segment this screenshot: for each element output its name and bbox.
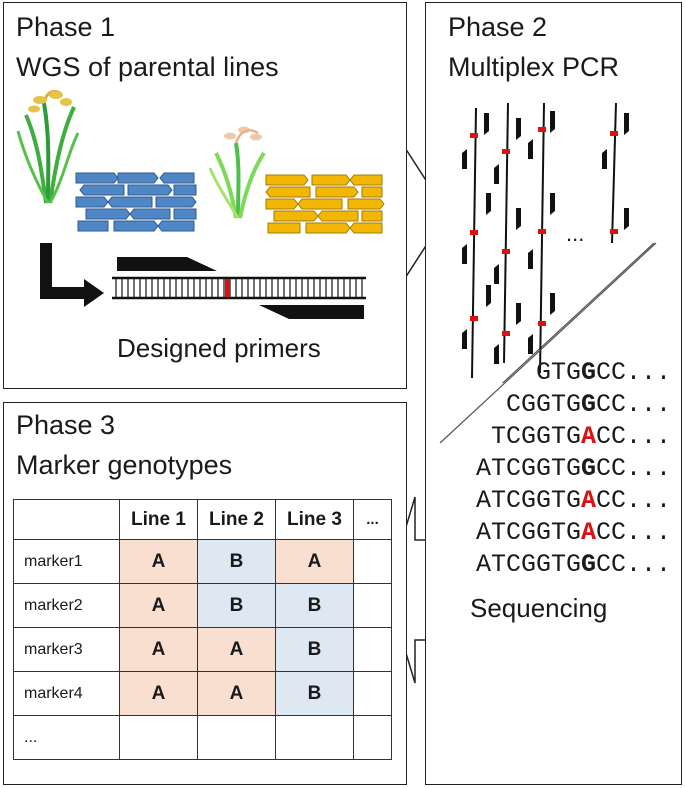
dna-template-icon bbox=[112, 276, 366, 300]
genotype-cell: B bbox=[275, 627, 354, 672]
genotype-cell: B bbox=[275, 671, 354, 716]
pcr-template-2 bbox=[494, 102, 521, 364]
read-line: ATCGGTGACC... bbox=[475, 518, 671, 547]
rice-plant-icon bbox=[208, 126, 266, 219]
header-cell: Line 1 bbox=[119, 499, 198, 540]
parent1-reads-icon bbox=[75, 172, 197, 232]
genotype-cell: A bbox=[119, 671, 198, 716]
marker-name: ... bbox=[13, 715, 120, 760]
genotype-cell: A bbox=[197, 671, 276, 716]
genotype-cell bbox=[119, 715, 198, 760]
genotype-cell: A bbox=[119, 539, 198, 584]
read-line: ATCGGTGGCC... bbox=[475, 454, 671, 483]
extra-line-cell bbox=[353, 627, 392, 672]
phase3-title: Phase 3 bbox=[16, 410, 116, 440]
phase2-subtitle: Multiplex PCR bbox=[448, 52, 620, 82]
header-cell: Line 2 bbox=[197, 499, 276, 540]
header-cell: ... bbox=[353, 499, 392, 540]
marker-name: marker2 bbox=[13, 583, 120, 628]
reference-allele: G bbox=[580, 454, 596, 483]
corner-arrow-icon bbox=[40, 243, 104, 307]
read-line: GTGGCC... bbox=[535, 358, 671, 387]
phase2-title: Phase 2 bbox=[448, 12, 548, 42]
phase1-title: Phase 1 bbox=[16, 12, 116, 42]
phase1-panel: Phase 1 WGS of parental lines bbox=[3, 2, 407, 389]
genotype-cell bbox=[275, 715, 354, 760]
genotype-cell: B bbox=[197, 539, 276, 584]
pcr-template-3 bbox=[528, 102, 555, 374]
parent2-reads-icon bbox=[265, 174, 385, 234]
variant-allele: A bbox=[580, 518, 596, 547]
phase1-illustration bbox=[16, 89, 385, 319]
extra-line-cell bbox=[353, 539, 392, 584]
extra-line-cell bbox=[353, 715, 392, 760]
variant-allele: A bbox=[580, 486, 596, 515]
read-line: ATCGGTGGCC... bbox=[475, 550, 671, 579]
pcr-template-4 bbox=[602, 102, 629, 244]
genotype-cell bbox=[197, 715, 276, 760]
variant-allele: A bbox=[580, 422, 596, 451]
reference-allele: G bbox=[580, 390, 596, 419]
phase1-subtitle: WGS of parental lines bbox=[16, 52, 279, 82]
sequencing-caption: Sequencing bbox=[470, 593, 608, 623]
pcr-template-1 bbox=[462, 107, 491, 379]
more-templates-ellipsis: ... bbox=[566, 221, 585, 246]
designed-primers-caption: Designed primers bbox=[117, 333, 321, 363]
multiplex-pcr-illustration bbox=[462, 102, 655, 383]
extra-line-cell bbox=[353, 671, 392, 716]
genotype-cell: A bbox=[119, 627, 198, 672]
primer-reverse-icon bbox=[259, 305, 364, 319]
genotype-cell: A bbox=[119, 583, 198, 628]
read-line: ATCGGTGACC... bbox=[475, 486, 671, 515]
marker-name: marker1 bbox=[13, 539, 120, 584]
snp-marker-icon bbox=[225, 279, 230, 297]
genotype-cell: A bbox=[275, 539, 354, 584]
phase2-panel: Phase 2 Multiplex PCR ... GTGGCC... CGGTG… bbox=[425, 2, 682, 785]
marker-name: marker4 bbox=[13, 671, 120, 716]
marker-name: marker3 bbox=[13, 627, 120, 672]
phase3-subtitle: Marker genotypes bbox=[16, 450, 233, 480]
genotype-cell: A bbox=[197, 627, 276, 672]
header-cell: Line 3 bbox=[275, 499, 354, 540]
header-corner bbox=[13, 499, 120, 540]
reference-allele: G bbox=[580, 358, 596, 387]
primer-forward-icon bbox=[117, 257, 217, 271]
genotype-cell: B bbox=[197, 583, 276, 628]
reference-allele: G bbox=[580, 550, 596, 579]
rice-plant-icon bbox=[16, 89, 80, 204]
read-line: TCGGTGACC... bbox=[490, 422, 671, 451]
table-row: ... bbox=[13, 715, 392, 760]
read-line: CGGTGGCC... bbox=[505, 390, 671, 419]
extra-line-cell bbox=[353, 583, 392, 628]
genotype-cell: B bbox=[275, 583, 354, 628]
